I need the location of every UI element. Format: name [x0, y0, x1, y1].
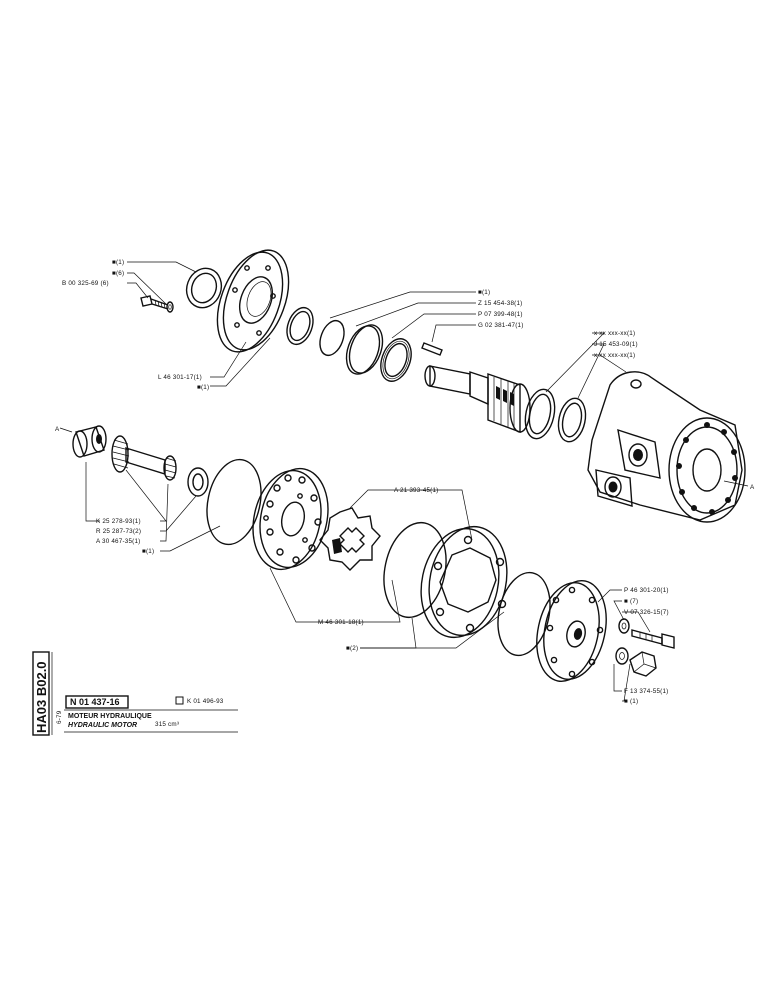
callout-seal-disc-1: ■(1) [142, 548, 154, 555]
arrow-marker-a2: A [750, 484, 755, 491]
callout-p4630120: P 46 301-20(1) [624, 587, 669, 594]
callout-k2527893: K 25 278-93(1) [96, 518, 141, 525]
ring-r2528773 [187, 467, 209, 497]
output-shaft [424, 365, 531, 434]
callout-seal-2: ■(2) [346, 645, 358, 652]
seal-disc-b [206, 458, 262, 546]
valve-plate [252, 467, 329, 571]
seal-disc-c [383, 521, 447, 619]
callout-r2528773: R 25 287-73(2) [96, 528, 141, 535]
callout-f1337455: F 13 374-55(1) [624, 688, 668, 695]
seal-disc-d [497, 571, 551, 657]
callout-washer-6: ■(6) [112, 270, 124, 277]
alt-ref-checkbox [175, 696, 184, 705]
callout-seal-1: ■(1) [197, 384, 209, 391]
leader-lines [59, 261, 749, 702]
drive-shaft-k2527893 [111, 435, 177, 481]
callout-oring-1: ■(1) [478, 289, 490, 296]
callout-bearing-1: ■(1) [112, 259, 124, 266]
bearing-a3046735 [72, 425, 107, 458]
part-number: N 01 437-16 [70, 697, 120, 707]
date-code: 6-79 [56, 710, 63, 724]
shaft-seal-ring [524, 388, 556, 440]
callout-xxx-2: x xx xxx-xx(1) [594, 352, 635, 359]
page-ref: HA03 B02.0 [34, 661, 49, 733]
title-en: HYDRAULIC MOTOR [68, 722, 137, 729]
callout-l4630117: L 46 301-17(1) [158, 374, 202, 381]
key-pin-g0238147 [421, 342, 443, 356]
callout-a2139345: A 21 393-45(1) [394, 487, 438, 494]
callout-b0032569: B 00 325-69 (6) [62, 280, 109, 287]
page-ref-box [32, 651, 50, 736]
callout-labels: ■(1) ■(6) B 00 325-69 (6) L 46 301-17(1)… [62, 259, 669, 705]
washer-bolt [618, 618, 630, 634]
needle-bearing-p0739948 [380, 338, 412, 382]
callout-washer-7: ■ (7) [624, 598, 638, 605]
motor-housing [587, 371, 746, 523]
displacement: 315 cm³ [155, 721, 179, 728]
callout-xxx-1: x xx xxx-xx(1) [594, 330, 635, 337]
callout-z1545438: Z 15 454-38(1) [478, 300, 522, 307]
washer-small [166, 301, 174, 313]
star-rotor-a2139345 [319, 507, 381, 571]
bolt-v0732615 [631, 629, 675, 649]
o-ring-j1545309 [557, 397, 587, 443]
callout-p0739948: P 07 399-48(1) [478, 311, 523, 318]
arrow-marker-a: A [55, 426, 60, 433]
callout-m4630118: M 46 301-18(1) [318, 619, 364, 626]
thrust-washer-z1545438 [345, 324, 384, 375]
mounting-flange-l4630117 [216, 249, 290, 353]
callout-g0238147: G 02 381-47(1) [478, 322, 524, 329]
plug-f1337455 [629, 651, 657, 677]
callout-a3046735: A 30 467-35(1) [96, 538, 140, 545]
o-ring-a [286, 306, 314, 346]
end-cover-p4630120 [536, 579, 607, 683]
stator-ring [420, 525, 508, 639]
lip-seal-ring [185, 267, 223, 309]
part-number-box [65, 695, 129, 709]
seal-disc-a [319, 319, 345, 357]
callout-v0732615: V 07 326-15(7) [624, 609, 669, 616]
callout-j1545309: J 15 453-09(1) [594, 341, 638, 348]
washer-plug [615, 647, 629, 665]
alt-ref: K 01 496-93 [187, 698, 224, 705]
title-fr: MOTEUR HYDRAULIQUE [68, 713, 152, 720]
callout-washer-1: ■ (1) [624, 698, 638, 705]
title-block: HA03 B02.0 6-79 N 01 437-16 K 01 496-93 … [32, 651, 238, 736]
